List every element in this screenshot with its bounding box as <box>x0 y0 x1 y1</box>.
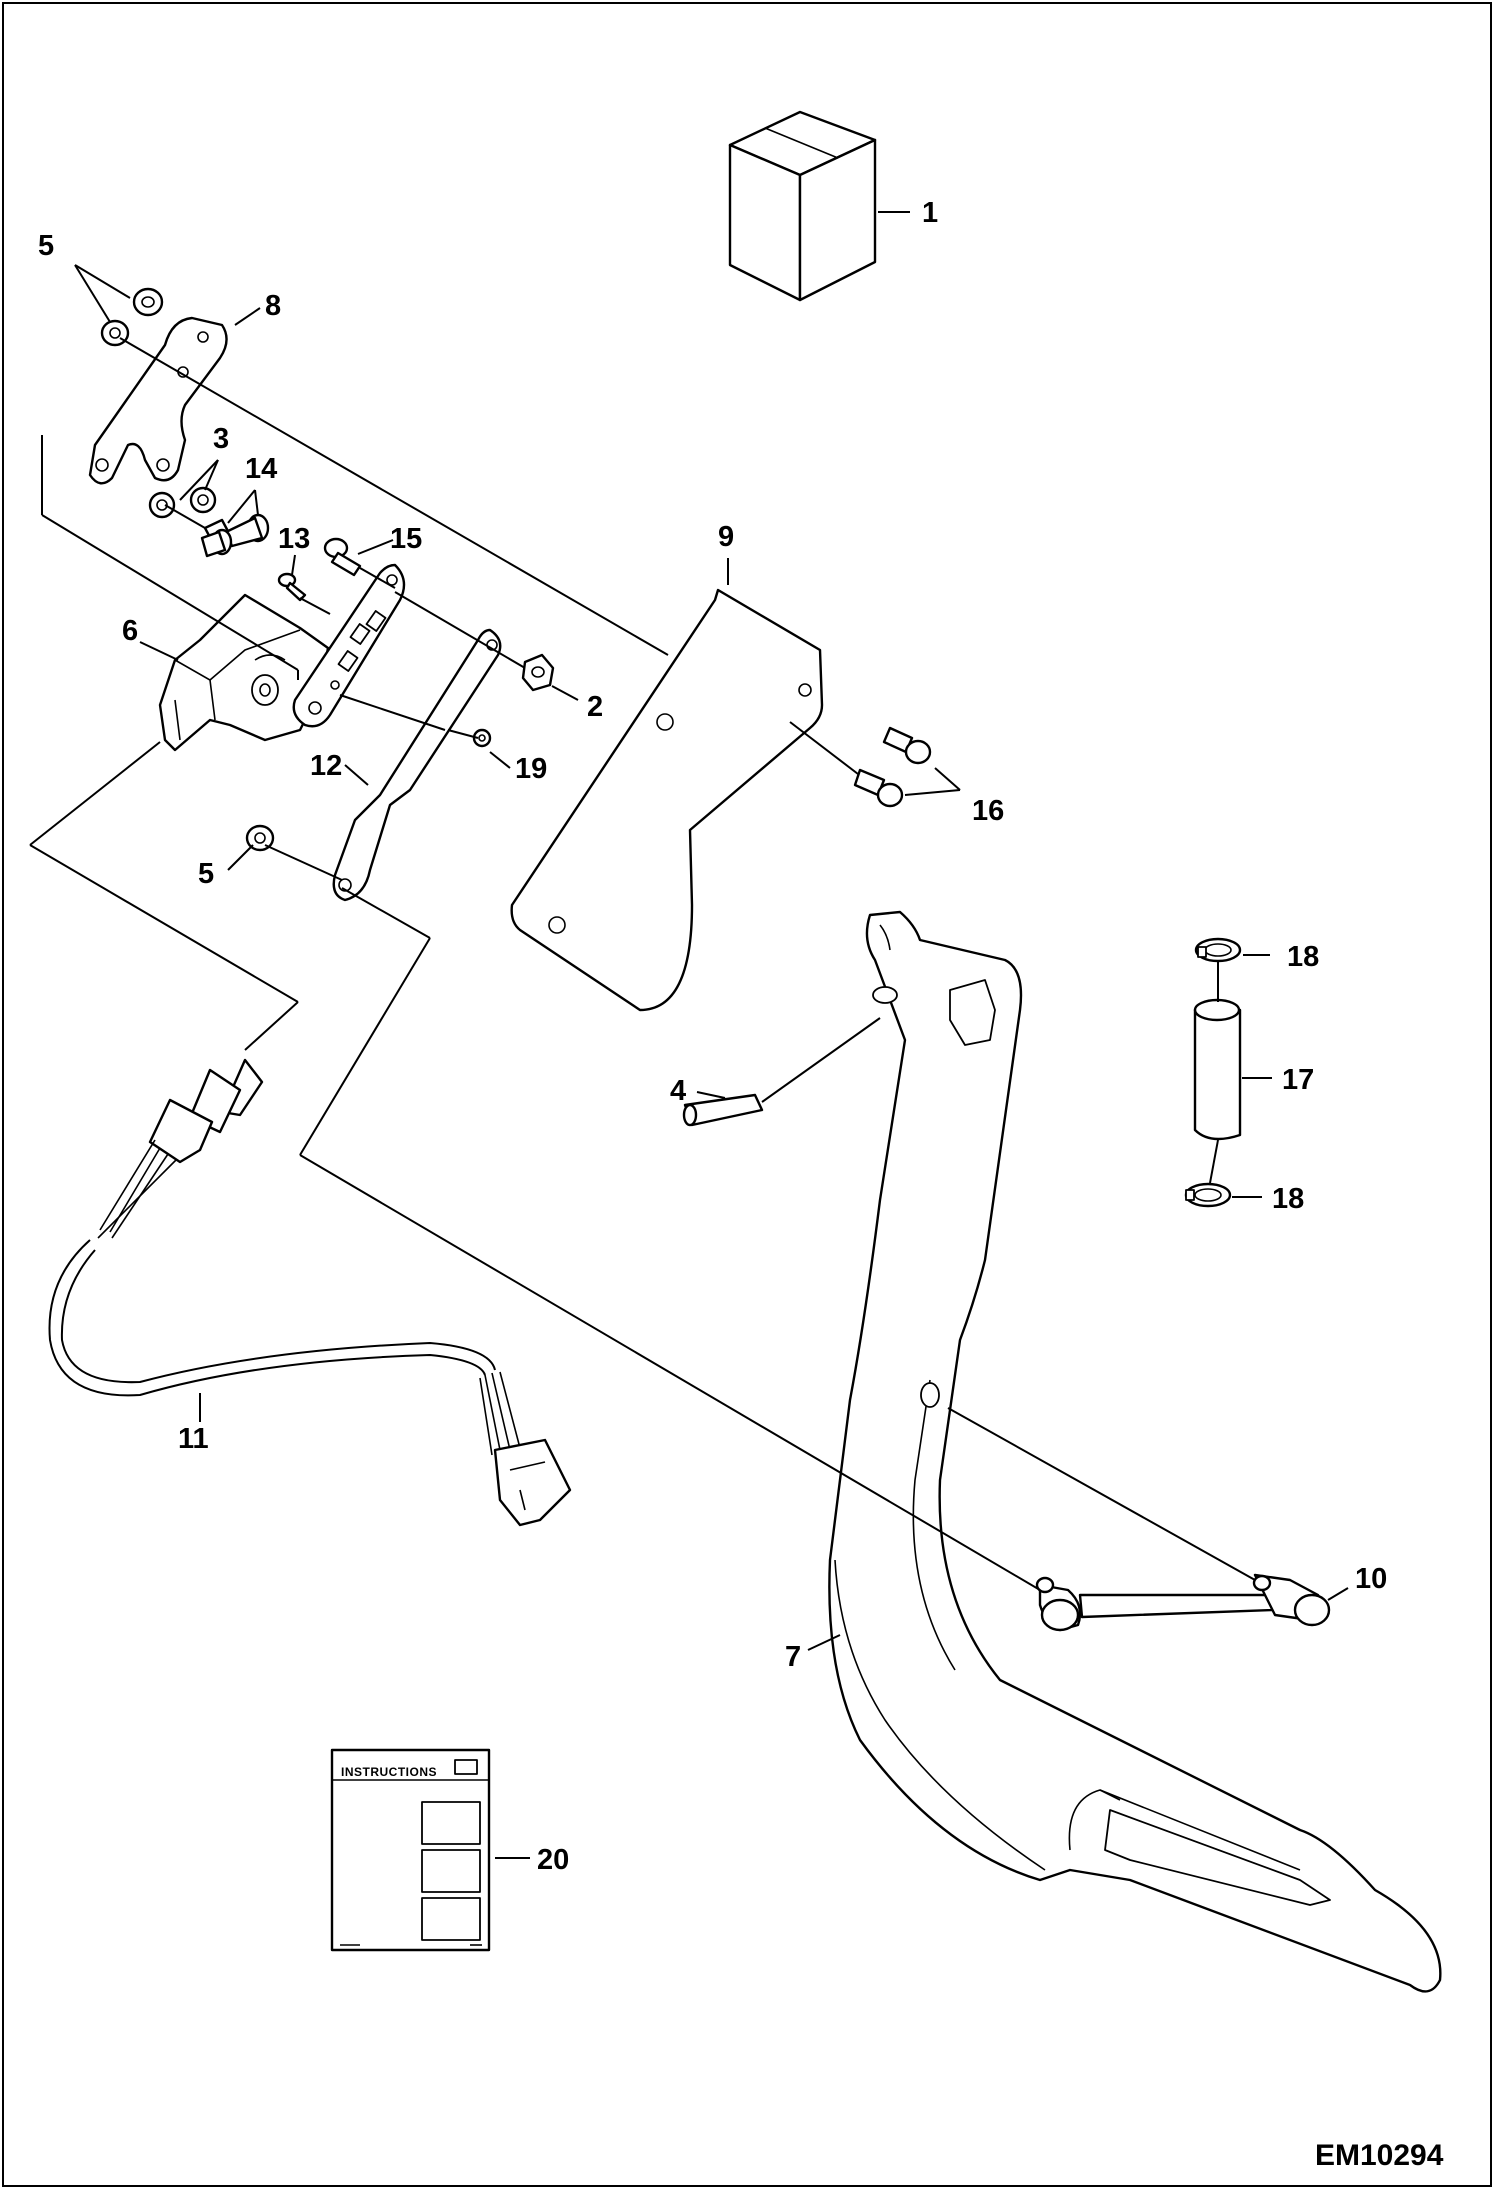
callout-1: 1 <box>922 197 938 229</box>
callout-17: 17 <box>1282 1064 1314 1096</box>
callout-5-lower: 5 <box>198 858 214 890</box>
sensor-arm <box>292 563 406 728</box>
part-18-clamp-top <box>1194 937 1242 963</box>
part-5-nuts-upper <box>100 287 164 347</box>
part-9-plate <box>510 588 824 1012</box>
part-20-instructions-sheet <box>330 1748 491 1952</box>
callout-6: 6 <box>122 615 138 647</box>
part-4-pin <box>682 1093 764 1127</box>
part-13-screw <box>277 572 307 602</box>
callout-20: 20 <box>537 1844 569 1876</box>
callout-11: 11 <box>178 1423 209 1455</box>
part-5-nut-lower <box>245 824 275 852</box>
callout-9: 9 <box>718 521 734 553</box>
callout-2: 2 <box>587 691 603 723</box>
part-7-pedal <box>828 910 1442 1993</box>
callout-4: 4 <box>670 1075 686 1107</box>
part-17-tube <box>1193 998 1242 1141</box>
callout-15: 15 <box>390 523 422 555</box>
part-15-screw <box>323 537 362 577</box>
callout-12: 12 <box>310 750 342 782</box>
leader-lines <box>74 211 1349 1859</box>
callout-5-upper: 5 <box>38 230 54 262</box>
assembly-lines <box>29 337 1256 1591</box>
callout-19: 19 <box>515 753 547 785</box>
part-8-bracket <box>88 316 228 485</box>
part-3-washers <box>148 486 217 519</box>
part-11-harness <box>48 1058 572 1527</box>
part-14-screws <box>200 513 270 558</box>
part-10-rod <box>1035 1573 1331 1632</box>
part-6-sensor <box>158 593 330 752</box>
instructions-label: INSTRUCTIONS <box>341 1765 437 1779</box>
part-12-link <box>332 628 502 902</box>
callout-16: 16 <box>972 795 1004 827</box>
part-1-box <box>728 110 877 302</box>
part-19-nut <box>472 728 492 748</box>
callout-18-top: 18 <box>1287 941 1319 973</box>
drawing-id: EM10294 <box>1315 2139 1444 2172</box>
callout-18-bottom: 18 <box>1272 1183 1304 1215</box>
callout-8: 8 <box>265 290 281 322</box>
part-18-clamp-bottom <box>1184 1182 1232 1208</box>
callout-3: 3 <box>213 423 229 455</box>
callout-7: 7 <box>785 1641 801 1673</box>
callout-13: 13 <box>278 523 310 555</box>
part-16-screws <box>853 726 932 808</box>
callout-10: 10 <box>1355 1563 1387 1595</box>
callout-labels: 1 2 3 4 5 5 6 7 8 9 10 11 12 13 14 15 16… <box>38 197 1387 1876</box>
part-2-nut <box>521 653 555 692</box>
callout-14: 14 <box>245 453 277 485</box>
